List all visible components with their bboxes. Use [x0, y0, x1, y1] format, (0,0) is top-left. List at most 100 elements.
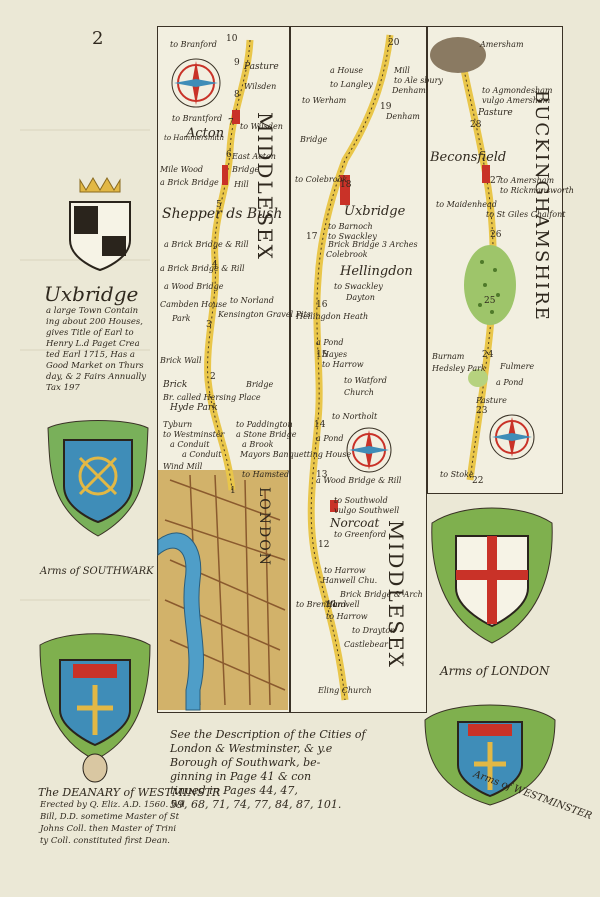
place-label: a Wood Bridge	[164, 282, 224, 291]
mile-number: 5	[216, 200, 222, 210]
note-line: gives Title of Earl to	[46, 328, 134, 338]
place-label: to Northolt	[332, 412, 378, 421]
mile-number: 9	[234, 58, 240, 68]
place-label: Shepper ds Bush	[162, 206, 283, 222]
place-label: Uxbridge	[344, 204, 406, 219]
place-label: a Pond	[316, 434, 344, 443]
place-label: Norcoat	[330, 516, 380, 530]
place-label: to Drayton	[352, 626, 396, 635]
mile-number: 20	[388, 38, 400, 48]
place-label: a Stone Bridge	[236, 430, 297, 439]
note-line: Erected by Q. Eliz. A.D. 1560. Wil	[40, 800, 185, 810]
place-label: a Pond	[496, 378, 524, 387]
note-line: Good Market on Thurs	[46, 361, 144, 371]
place-label: Hellingdon Heath	[296, 312, 369, 321]
place-label: to Hammersmith	[164, 134, 225, 142]
place-label: Castlebear	[344, 640, 388, 649]
mile-number: 18	[340, 180, 352, 190]
mile-number: 19	[380, 102, 392, 112]
deanary-arms	[39, 633, 151, 783]
place-label: Hanwell	[326, 600, 360, 609]
place-label: Dayton	[346, 293, 375, 302]
place-label: Burnam	[432, 352, 465, 361]
mile-number: 7	[228, 118, 234, 128]
place-label: Kensington Gravel Pits	[218, 310, 311, 319]
london-city-plan	[157, 470, 288, 711]
mile-number: 16	[316, 300, 328, 310]
mile-number: 28	[470, 120, 482, 130]
place-label: to Agmondesham	[482, 86, 553, 95]
place-label: Pasture	[476, 396, 507, 405]
note-line: Bill, D.D. sometime Master of St	[40, 812, 179, 822]
place-label: Amersham	[480, 40, 524, 49]
compass-rose-strip1	[171, 58, 221, 108]
note-line: ty Coll. constituted first Dean.	[40, 836, 171, 846]
mile-number: 3	[206, 320, 212, 330]
place-label: vulgo Amersham	[482, 96, 551, 105]
mile-number: 27	[490, 176, 502, 186]
mile-number: 1	[230, 486, 236, 496]
place-label: Denham	[392, 86, 426, 95]
place-label: a Brook	[242, 440, 274, 449]
place-label: to Rickmansworth	[500, 186, 574, 195]
place-label: Denham	[386, 112, 420, 121]
place-label: Beconsfield	[430, 150, 507, 165]
place-label: to Colebrook	[295, 175, 348, 184]
place-label: to Swackley	[328, 232, 377, 241]
mile-number: 10	[226, 34, 238, 44]
place-label: a Conduit	[182, 450, 222, 459]
note-line: Borough of Southwark, be-	[170, 756, 321, 769]
place-label: to Harrow	[324, 566, 366, 575]
compass-rose-strip2	[346, 427, 392, 473]
place-label: vulgo Southwell	[334, 506, 400, 515]
place-label: Brick Bridge 3 Arches	[328, 240, 418, 249]
strip1-vertical-label: MIDDLESEX	[253, 112, 277, 261]
place-label: Mayors Banquetting House	[240, 450, 352, 459]
place-label: a Brick Bridge	[160, 178, 219, 187]
place-label: Bridge	[232, 165, 260, 174]
place-label: to Southwold	[334, 496, 388, 505]
mile-number: 4	[212, 260, 218, 270]
place-label: Bridge	[300, 135, 328, 144]
mile-number: 23	[476, 406, 488, 416]
note-line: See the Description of the Cities of	[170, 728, 366, 741]
note-line: a large Town Contain	[46, 306, 139, 316]
place-label: Fulmere	[500, 362, 535, 371]
place-label: Hellingdon	[340, 264, 413, 279]
place-label: Pasture	[244, 62, 279, 72]
place-label: East Acton	[232, 152, 276, 161]
place-label: Hayes	[322, 350, 348, 359]
mile-number: 6	[226, 150, 232, 160]
london-arms	[431, 507, 553, 644]
place-label: to Paddington	[236, 420, 293, 429]
page-number: 2	[92, 28, 104, 49]
place-label: Brick	[163, 380, 188, 390]
mile-number: 26	[490, 230, 502, 240]
mile-number: 2	[210, 372, 216, 382]
place-label: to Amersham	[500, 176, 555, 185]
mile-number: 22	[472, 476, 484, 486]
note-line: tinued in Pages 44, 47,	[170, 784, 298, 797]
southwark-caption: Arms of SOUTHWARK	[40, 566, 154, 577]
place-label: to Watford	[344, 376, 387, 385]
place-label: to Brantford	[172, 114, 223, 123]
london-label: LONDON	[256, 487, 272, 567]
place-label: to Brentford	[296, 600, 347, 609]
place-label: to Werham	[302, 96, 347, 105]
amersham-town	[430, 37, 486, 73]
place-label: Park	[172, 314, 191, 323]
place-label: to Harrow	[322, 360, 364, 369]
place-label: a Conduit	[170, 440, 210, 449]
place-label: Br. called Hersing Place	[163, 393, 261, 402]
place-label: Brick Bridge & Arch	[340, 590, 423, 599]
mile-number: 12	[318, 540, 330, 550]
hedsley-park	[468, 369, 488, 387]
place-label: Wind Mill	[163, 462, 203, 471]
place-label: to Swackley	[334, 282, 383, 291]
mile-number: 8	[234, 90, 240, 100]
place-label: Eling Church	[318, 686, 372, 695]
place-label: to Ale sbury	[394, 76, 443, 85]
note-line: 59, 68, 71, 74, 77, 84, 87, 101.	[170, 798, 342, 811]
